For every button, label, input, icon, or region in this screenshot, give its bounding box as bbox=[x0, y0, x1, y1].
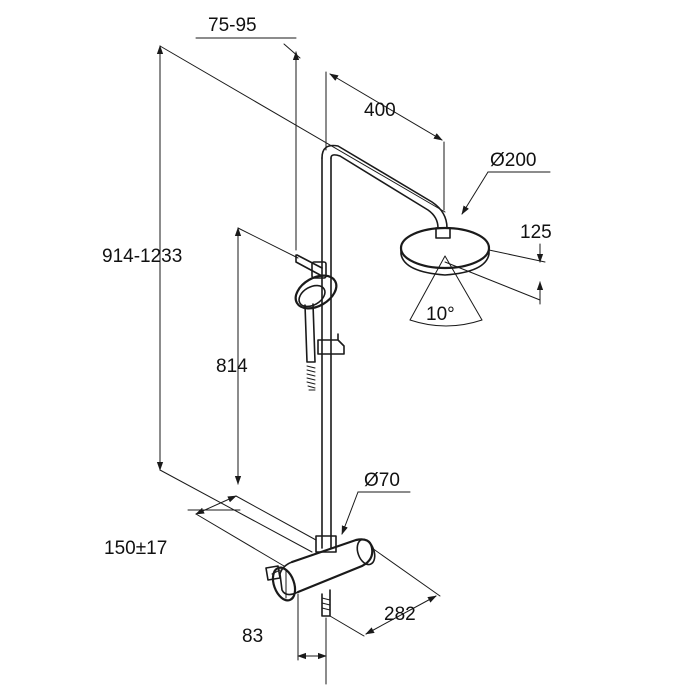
hand-shower-face bbox=[298, 284, 326, 308]
arm-length-label: 400 bbox=[364, 100, 396, 121]
mixer-depth-label: 83 bbox=[242, 626, 263, 647]
hand-shower-handle bbox=[304, 303, 316, 363]
mixer-length-ext-b bbox=[329, 615, 365, 637]
head-height-ext-bottom bbox=[444, 261, 541, 301]
head-diameter-label: Ø200 bbox=[490, 150, 536, 171]
slide-holder bbox=[311, 261, 327, 279]
hand-height-ext-top bbox=[237, 227, 299, 259]
temperature-handle-knob bbox=[265, 565, 281, 581]
dimension-lines bbox=[156, 37, 551, 685]
temperature-handle bbox=[271, 566, 297, 602]
total-height-ext-top bbox=[159, 45, 446, 213]
mixer-diameter-arrow bbox=[341, 491, 359, 535]
tilt-angle-lines bbox=[409, 255, 483, 321]
wall-distance-ext bbox=[283, 43, 301, 59]
head-height-ext-top bbox=[488, 249, 546, 263]
arm-length-dim-line bbox=[329, 73, 443, 141]
shower-hose bbox=[306, 365, 316, 391]
dimension-labels: 914-1233 75-95 400 Ø200 125 10° 814 Ø70 … bbox=[102, 15, 552, 647]
hand-shower-head bbox=[294, 274, 338, 310]
lower-holder bbox=[317, 333, 345, 355]
centre-distance-ext-b bbox=[235, 495, 317, 541]
overhead-arm bbox=[321, 144, 448, 229]
riser-pipe bbox=[321, 157, 332, 549]
bath-outlet-hatch bbox=[321, 597, 331, 611]
centre-distance-label: 150±17 bbox=[104, 538, 167, 559]
thermostat-mixer-underside bbox=[279, 561, 299, 596]
head-connector bbox=[435, 227, 451, 239]
wall-bracket bbox=[295, 254, 323, 277]
mixer-length-label: 282 bbox=[384, 604, 416, 625]
centre-distance-dim-line bbox=[195, 495, 237, 515]
riser-bottom-bracket bbox=[315, 535, 337, 553]
head-height-label: 125 bbox=[520, 222, 552, 243]
total-height-ext-bottom bbox=[159, 469, 313, 553]
total-height-label: 914-1233 bbox=[102, 246, 182, 267]
hand-height-label: 814 bbox=[216, 356, 248, 377]
handle-detail bbox=[271, 569, 287, 599]
centre-distance-ext-a bbox=[195, 513, 285, 567]
overhead-shower-head-rim bbox=[400, 247, 490, 276]
tilt-angle-label: 10° bbox=[426, 304, 455, 325]
mixer-length-ext bbox=[371, 547, 441, 597]
mixer-length-dim-line bbox=[365, 595, 437, 635]
head-diameter-arrow bbox=[461, 171, 489, 215]
mixer-diameter-label: Ø70 bbox=[364, 470, 400, 491]
wall-distance-label: 75-95 bbox=[208, 15, 257, 36]
tilt-angle-arc bbox=[409, 319, 483, 327]
